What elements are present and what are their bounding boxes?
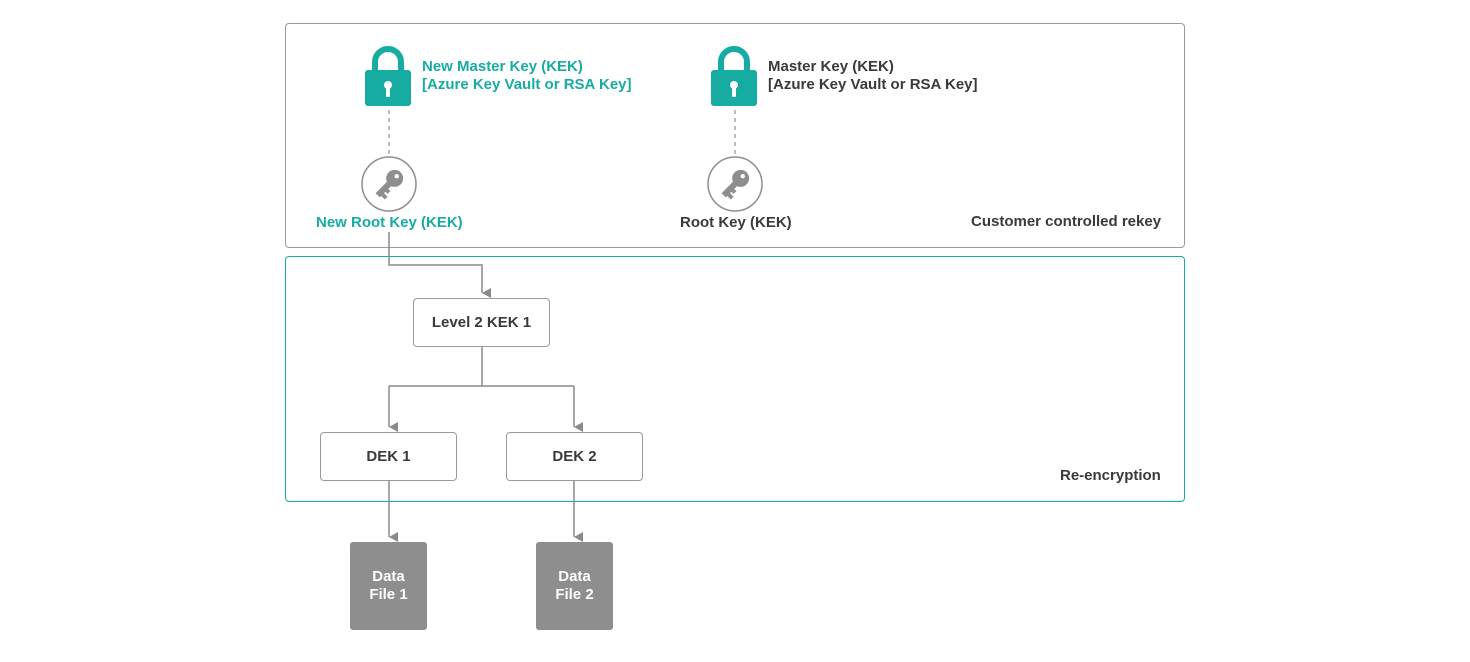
lock-icon [364,44,412,111]
new-master-key-line1: New Master Key (KEK) [422,58,583,75]
dek1-label: DEK 1 [366,448,411,465]
reencryption-panel-caption: Re-encryption [1060,467,1161,484]
key-icon [361,156,417,217]
new-master-key-label: New Master Key (KEK) [Azure Key Vault or… [422,58,632,94]
dek2-label: DEK 2 [552,448,597,465]
data-file-2-line2: File 2 [555,586,594,603]
new-root-key-label: New Root Key (KEK) [316,214,463,231]
data-file-2-line1: Data [558,568,591,585]
level2-kek-label: Level 2 KEK 1 [431,314,532,331]
dek2-box: DEK 2 [506,432,643,481]
data-file-1: Data File 1 [350,542,427,630]
level2-kek-box: Level 2 KEK 1 [413,298,550,347]
re-encryption-panel [285,256,1185,502]
data-file-1-line1: Data [372,568,405,585]
arrow-root-to-level2 [388,232,491,298]
root-key-label: Root Key (KEK) [680,214,792,231]
customer-rekey-panel [285,23,1185,248]
data-file-2: Data File 2 [536,542,613,630]
new-master-key-line2: [Azure Key Vault or RSA Key] [422,76,632,93]
master-key-line1: Master Key (KEK) [768,58,894,75]
master-key-label: Master Key (KEK) [Azure Key Vault or RSA… [768,58,978,94]
master-key-line2: [Azure Key Vault or RSA Key] [768,76,978,93]
key-icon [707,156,763,217]
lock-icon [710,44,758,111]
rekey-panel-caption: Customer controlled rekey [971,213,1162,230]
data-file-1-line2: File 1 [369,586,408,603]
dek1-box: DEK 1 [320,432,457,481]
